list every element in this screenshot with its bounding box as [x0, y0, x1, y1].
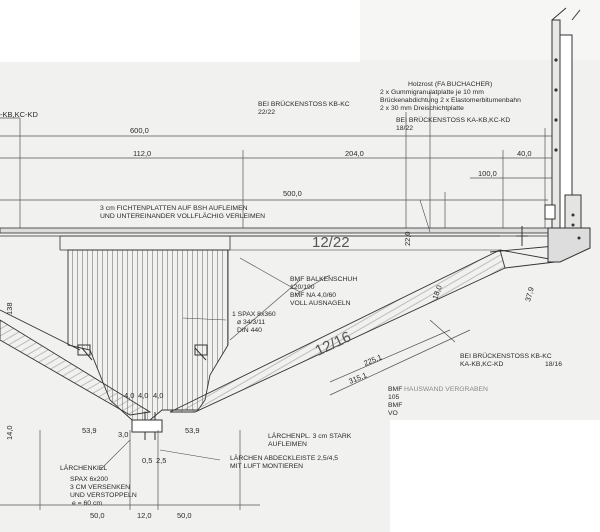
- dim-12: 12,0: [137, 511, 152, 520]
- dim-204: 204,0: [345, 149, 364, 158]
- dim-138: 138: [5, 302, 14, 315]
- note-bmf-small-2: 105: [388, 394, 400, 401]
- note-bruecke-right: BEI BRÜCKENSTOSS KA-KB,KC-KD: [396, 116, 510, 124]
- note-bmf-4: VOLL AUSNAGELN: [290, 300, 351, 307]
- note-spax-1: 1 SPAX 8x360: [232, 311, 276, 318]
- leader-lines: [99, 199, 456, 471]
- fasteners: [77, 226, 528, 440]
- note-spax2-2: 3 CM VERSENKEN: [70, 484, 130, 491]
- note-bmf-3: BMF NA 4,0/60: [290, 292, 336, 299]
- note-bruecke-top: BEI BRÜCKENSTOSS KB-KC: [258, 100, 350, 108]
- note-bmf-small-3: BMF: [388, 402, 402, 409]
- dim-2-5: 2,5: [156, 456, 166, 465]
- dim-600: 600,0: [130, 126, 149, 135]
- dim-22: 22,0: [403, 231, 412, 246]
- note-spax-2: ⌀ 34/3/11: [237, 319, 265, 326]
- dim-37: 37,9: [523, 286, 535, 302]
- note-fichten-1: 3 cm FICHTENPLATTEN AUF BSH AUFLEIMEN: [100, 205, 248, 212]
- railing-post: [544, 7, 591, 263]
- note-laerchenpl-1: LÄRCHENPL. 3 cm STARK: [268, 432, 352, 440]
- dim-40: 40,0: [517, 149, 532, 158]
- note-fichten-2: UND UNTEREINANDER VOLLFLÄCHIG VERLEIMEN: [100, 212, 265, 220]
- note-bmf-small-4: VO: [388, 410, 398, 417]
- label-beam-12-22: 12/22: [312, 234, 350, 251]
- note-bmf-2: 120/190: [290, 284, 315, 291]
- label-kb-kc-kd: -KB,KC-KD: [0, 110, 39, 119]
- note-bruecke-bot-n: 18/16: [545, 361, 562, 368]
- edge-text: HAUSWAND VERGRABEN: [404, 386, 488, 393]
- note-laerchenkiel: LÄRCHENKIEL: [60, 464, 107, 472]
- note-bruecke-right-n: 18/22: [396, 125, 413, 132]
- note-spax-3: DIN 440: [237, 327, 262, 334]
- dim-4-a: 4,0: [124, 391, 134, 400]
- dim-100: 100,0: [478, 169, 497, 178]
- struts: [0, 245, 556, 416]
- dim-500: 500,0: [283, 189, 302, 198]
- note-bruecke-bot-2: KA-KB,KC-KD: [460, 361, 504, 368]
- dim-3: 3,0: [118, 430, 128, 439]
- dim-4-b: 4,0: [138, 391, 148, 400]
- note-spax2-4: e = 60 cm: [72, 500, 102, 507]
- note-holzrost-3: Brückenabdichtung 2 x Elastomerbitumenba…: [380, 97, 521, 104]
- note-spax2-3: UND VERSTOPPELN: [70, 492, 137, 499]
- bottom-dimensions: [0, 274, 471, 510]
- note-spax2-1: SPAX 6x200: [70, 476, 108, 483]
- dim-0-5: 0,5: [142, 456, 152, 465]
- note-bruecke-bot-1: BEI BRÜCKENSTOSS KB-KC: [460, 352, 552, 360]
- note-abdeck-1: LÄRCHEN ABDECKLEISTE 2,5/4,5: [230, 454, 338, 462]
- note-holzrost-2: 2 x Gummigranulatplatte je 10 mm: [380, 89, 484, 96]
- note-holzrost-4: 2 x 30 mm Dreischichtplatte: [380, 105, 464, 112]
- note-bmf-1: BMF BALKENSCHUH: [290, 276, 357, 283]
- dim-112: 112,0: [133, 149, 151, 158]
- blank-corner: [0, 0, 360, 62]
- note-holzrost-1: Holzrost (FA BUCHACHER): [408, 81, 492, 88]
- note-abdeck-2: MIT LUFT MONTIEREN: [230, 463, 303, 470]
- note-bruecke-top-n: 22/22: [258, 109, 275, 116]
- note-bmf-small-1: BMF: [388, 386, 402, 393]
- dimension-lines: [0, 92, 560, 232]
- dim-4-c: 4,0: [153, 391, 163, 400]
- paper-sheet-top: [360, 0, 600, 60]
- dim-14: 14,0: [5, 425, 14, 440]
- note-laerchenpl-2: AUFLEIMEN: [268, 441, 307, 448]
- dim-50-b: 50,0: [177, 511, 192, 520]
- dim-539-a: 53,9: [82, 426, 97, 435]
- dim-50-a: 50,0: [90, 511, 105, 520]
- dim-539-b: 53,9: [185, 426, 200, 435]
- bolts: [554, 58, 581, 240]
